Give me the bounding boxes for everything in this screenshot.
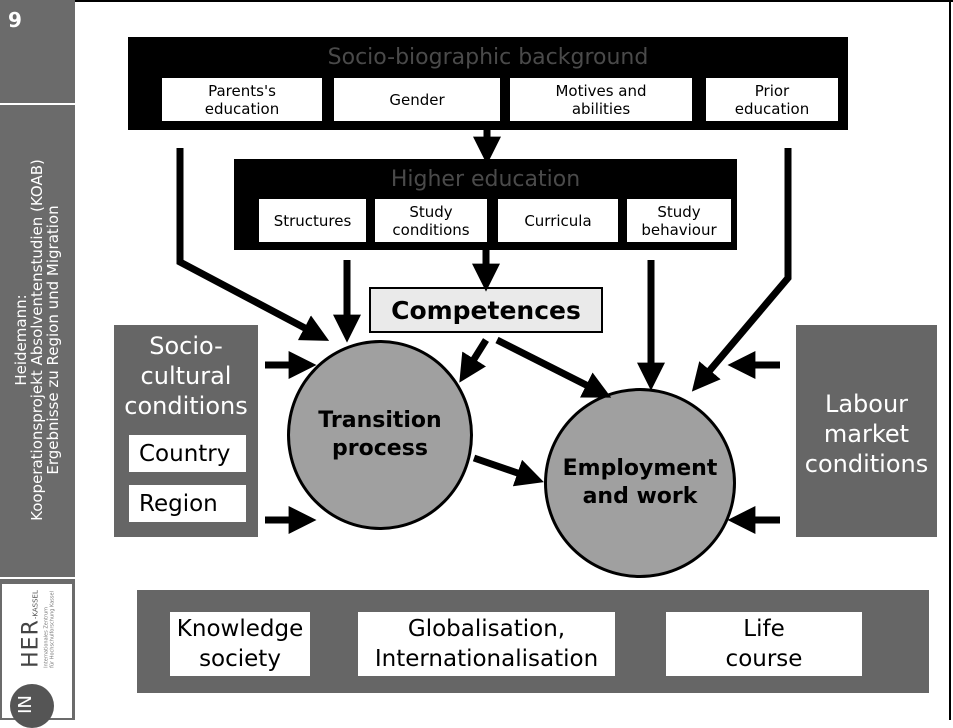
study-conditions-box: Study conditions xyxy=(375,199,487,242)
slide-number: 9 xyxy=(8,8,22,32)
employment-work-ellipse: Employment and work xyxy=(544,388,736,578)
life-course-box: Life course xyxy=(666,612,862,676)
structures-box: Structures xyxy=(259,199,366,242)
socio-biographic-box: Socio-biographic background Parents's ed… xyxy=(128,37,848,130)
arrow-socio-to-employment xyxy=(691,148,792,392)
arrow-competences-to-employment xyxy=(495,336,612,398)
sidebar-divider xyxy=(0,103,75,105)
socio-cultural-box: Socio- cultural conditions Country Regio… xyxy=(114,325,258,537)
labour-market-box: Labour market conditions xyxy=(796,325,937,537)
region-box: Region xyxy=(129,485,246,522)
prior-education-box: Prior education xyxy=(706,78,838,121)
top-border xyxy=(75,0,953,2)
arrow-socio-to-transition xyxy=(176,148,330,341)
study-behaviour-box: Study behaviour xyxy=(627,199,731,242)
curricula-box: Curricula xyxy=(498,199,618,242)
parents-education-box: Parents's education xyxy=(162,78,322,121)
socio-cultural-title: Socio- cultural conditions xyxy=(124,332,248,420)
arrow-transition-to-employment xyxy=(472,454,544,487)
sidebar-divider-lower xyxy=(0,577,75,579)
right-border xyxy=(949,0,951,720)
globalisation-box: Globalisation, Internationalisation xyxy=(358,612,615,676)
gender-box: Gender xyxy=(334,78,500,121)
motives-abilities-box: Motives and abilities xyxy=(510,78,692,121)
labour-market-title: Labour market conditions xyxy=(804,390,929,478)
transition-process-ellipse: Transition process xyxy=(287,340,473,530)
socio-biographic-title: Socio-biographic background xyxy=(327,45,649,70)
arrow-competences-to-transition xyxy=(459,338,489,383)
higher-education-title: Higher education xyxy=(390,167,581,192)
context-bar: Knowledge society Globalisation, Interna… xyxy=(137,590,929,693)
knowledge-society-box: Knowledge society xyxy=(170,612,310,676)
higher-education-box: Higher education Structures Study condit… xyxy=(234,159,737,250)
country-box: Country xyxy=(129,435,246,472)
